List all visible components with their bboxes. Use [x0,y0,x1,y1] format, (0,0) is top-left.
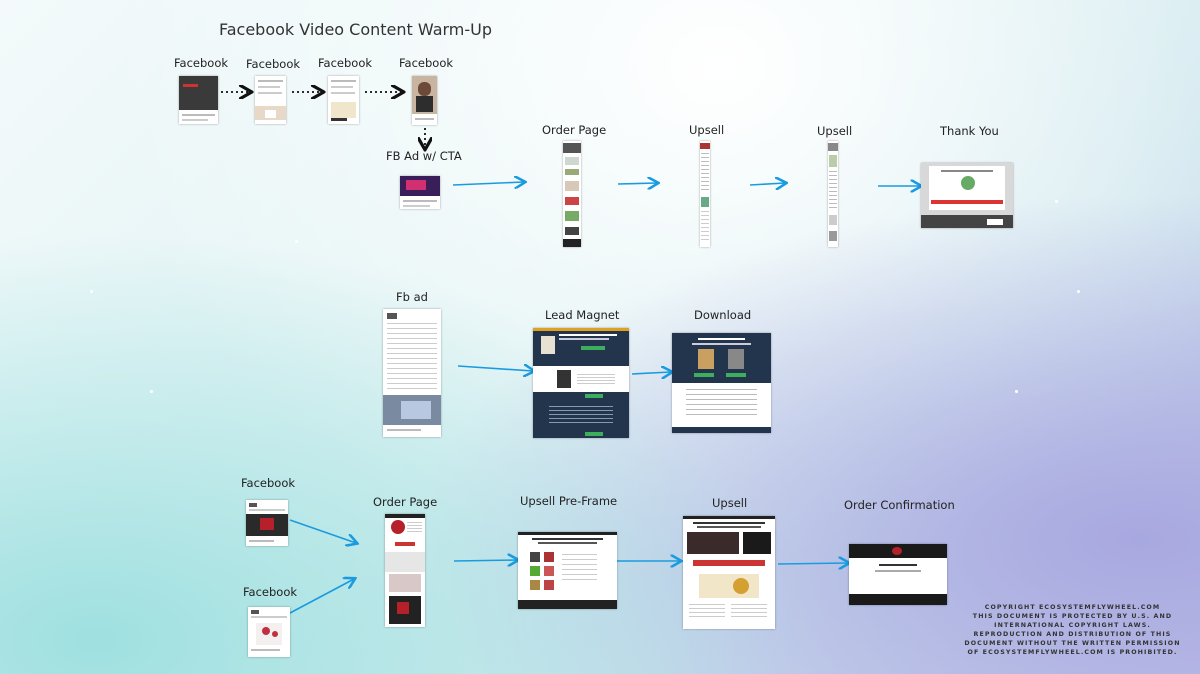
flow-arrow [453,560,517,561]
download-page-thumbnail[interactable] [672,333,771,433]
facebook-label: Facebook [243,585,298,599]
order-confirmation-thumbnail[interactable] [849,544,947,605]
flow-arrow [777,563,848,564]
fb-ad-label: Fb ad [396,290,428,304]
background-dot [1077,290,1080,293]
copyright-line: DOCUMENT WITHOUT THE WRITTEN PERMISSION [964,640,1181,647]
fb-ad-cta-label: FB Ad w/ CTA [386,149,462,163]
order-page-thumbnail[interactable] [385,514,425,627]
upsell-page-thumbnail[interactable] [683,516,775,629]
facebook-post-thumbnail[interactable] [248,607,290,657]
facebook-label: Facebook [174,56,229,70]
fb-ad-thumbnail[interactable] [400,176,440,209]
flow-arrow [749,183,785,185]
flow-arrow [289,519,356,543]
facebook-post-thumbnail[interactable] [255,76,286,124]
flow-arrow [631,372,671,374]
facebook-post-thumbnail[interactable] [246,500,288,546]
upsell-label: Upsell [689,123,725,137]
flow-arrow [452,182,524,185]
fb-ad-post-thumbnail[interactable] [383,309,441,437]
facebook-label: Facebook [246,57,301,71]
upsell-preframe-thumbnail[interactable] [518,532,617,609]
upsell-label: Upsell [712,496,748,510]
background-dot [150,390,153,393]
upsell-page-thumbnail[interactable] [828,141,838,247]
copyright-line: REPRODUCTION AND DISTRIBUTION OF THIS [973,631,1172,638]
upsell-page-thumbnail[interactable] [700,141,710,247]
facebook-label: Facebook [318,56,373,70]
flow-arrow [289,579,354,614]
download-label: Download [694,308,752,322]
facebook-label: Facebook [399,56,454,70]
background-dot [90,290,93,293]
lead-magnet-page-thumbnail[interactable] [533,328,629,438]
copyright-line: THIS DOCUMENT IS PROTECTED BY U.S. AND [972,613,1173,620]
copyright-line: INTERNATIONAL COPYRIGHT LAWS. [994,622,1151,629]
background-dot [1015,390,1018,393]
copyright-line: OF ECOSYSTEMFLYWHEEL.COM IS PROHIBITED. [967,649,1178,656]
copyright-notice: COPYRIGHT ECOSYSTEMFLYWHEEL.COM THIS DOC… [950,603,1195,657]
order-page-label: Order Page [373,495,438,509]
background-dot [295,240,298,243]
background-dot [1055,200,1058,203]
thank-you-label: Thank You [940,124,999,138]
thank-you-page-thumbnail[interactable] [921,163,1013,228]
upsell-label: Upsell [817,124,853,138]
diagram-title: Facebook Video Content Warm-Up [219,20,493,39]
facebook-post-thumbnail[interactable] [179,76,218,124]
order-confirmation-label: Order Confirmation [844,498,955,512]
lead-magnet-label: Lead Magnet [545,308,620,322]
order-page-thumbnail[interactable] [563,141,581,247]
upsell-preframe-label: Upsell Pre-Frame [520,494,618,508]
copyright-line: COPYRIGHT ECOSYSTEMFLYWHEEL.COM [984,604,1161,611]
facebook-post-thumbnail[interactable] [328,76,359,124]
facebook-video-thumbnail[interactable] [412,76,437,125]
flow-arrow [617,183,657,184]
order-page-label: Order Page [542,123,607,137]
facebook-label: Facebook [241,476,296,490]
flow-arrow [457,366,533,371]
